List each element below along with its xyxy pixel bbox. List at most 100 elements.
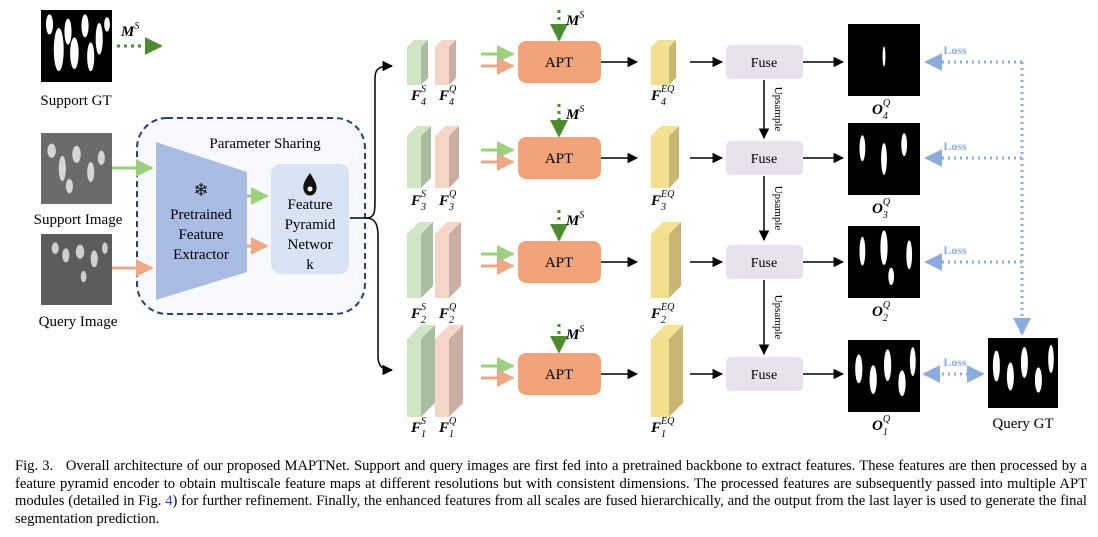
support-feature-1-front bbox=[407, 339, 421, 417]
query-gt-image-blob bbox=[1020, 347, 1028, 378]
query-image-blob bbox=[80, 270, 87, 283]
query-gt-image-blob bbox=[1048, 345, 1054, 373]
enhanced-feature-label-2: F2EQ bbox=[650, 302, 675, 326]
query-image-blob bbox=[51, 242, 59, 254]
support-image-blob bbox=[72, 145, 81, 163]
output-label-4: O4Q bbox=[872, 98, 891, 122]
enhanced-feature-label-4: F4EQ bbox=[650, 84, 675, 108]
pretrained-extractor-block bbox=[156, 142, 247, 300]
output-mask-1-blob bbox=[909, 347, 916, 376]
apt-module-2[interactable] bbox=[518, 241, 601, 283]
fpn-label-line: Pyramid bbox=[285, 217, 336, 233]
fpn-block bbox=[271, 164, 349, 274]
fpn-label-line: Feature bbox=[288, 197, 333, 213]
query-image bbox=[41, 234, 112, 305]
branch-line-bottom bbox=[365, 217, 394, 376]
query-image-label: Query Image bbox=[39, 314, 118, 330]
query-image-blob bbox=[90, 250, 98, 268]
loss-label-1: Loss bbox=[943, 355, 967, 369]
enhanced-feature-1-front bbox=[651, 339, 669, 417]
query-feature-2-top bbox=[435, 222, 461, 234]
extractor-label-line: Feature bbox=[179, 227, 224, 243]
enhanced-feature-1 bbox=[651, 325, 683, 417]
support-feature-label-4: F4S bbox=[410, 84, 426, 108]
support-gt-image-blob bbox=[95, 22, 103, 55]
caption-prefix: Fig. 3. bbox=[15, 458, 54, 474]
apt-label-1: APT bbox=[545, 367, 573, 383]
support-feature-4-side bbox=[421, 40, 428, 85]
fuse-module-3[interactable] bbox=[726, 141, 803, 175]
support-gt-image-blob bbox=[45, 14, 54, 35]
mask-symbol-3: MS bbox=[565, 104, 584, 123]
apt-module-4[interactable] bbox=[518, 41, 601, 83]
enhanced-feature-3-side bbox=[669, 126, 679, 188]
fpn-label-line: k bbox=[306, 257, 314, 273]
upsample-label-4: Upsample bbox=[772, 87, 784, 132]
branch-line-top bbox=[350, 60, 394, 219]
query-feature-2-side bbox=[449, 222, 461, 298]
apt-label-3: APT bbox=[545, 151, 573, 167]
caption-figure-link[interactable]: 4 bbox=[165, 493, 173, 510]
query-gt-image-blob bbox=[1006, 362, 1014, 391]
support-feature-1-side bbox=[421, 325, 435, 417]
query-feature-label-4: F4Q bbox=[438, 84, 457, 108]
flame-icon bbox=[303, 173, 317, 196]
apt-label-2: APT bbox=[545, 255, 573, 271]
enhanced-feature-1-top bbox=[651, 325, 683, 339]
support-feature-label-2: F2S bbox=[410, 302, 426, 326]
snowflake-icon: ❄ bbox=[193, 180, 208, 200]
support-feature-2-top bbox=[407, 222, 433, 234]
output-label-3: O3Q bbox=[872, 197, 891, 221]
enhanced-feature-3-top bbox=[651, 126, 679, 136]
fuse-module-1[interactable] bbox=[726, 357, 803, 391]
fpn-label-line: Networ bbox=[288, 237, 333, 253]
query-gt-label: Query GT bbox=[992, 416, 1053, 432]
support-feature-1 bbox=[407, 325, 435, 417]
figure-caption: Fig. 3. Overall architecture of our prop… bbox=[15, 458, 1087, 528]
enhanced-feature-3 bbox=[651, 126, 679, 188]
query-feature-label-2: F2Q bbox=[438, 302, 457, 326]
output-mask-1-blob bbox=[898, 370, 906, 397]
support-feature-3 bbox=[407, 126, 431, 188]
support-gt-image-blob bbox=[81, 14, 89, 38]
loss-label-2: Loss bbox=[943, 243, 967, 257]
query-feature-1-front bbox=[435, 339, 449, 417]
support-feature-3-front bbox=[407, 136, 421, 188]
fuse-module-4[interactable] bbox=[726, 45, 803, 79]
fuse-label-4: Fuse bbox=[751, 56, 777, 71]
support-image-blob bbox=[97, 150, 105, 165]
apt-label-4: APT bbox=[545, 55, 573, 71]
upsample-label-2: Upsample bbox=[772, 295, 784, 340]
extractor-label-line: Extractor bbox=[173, 247, 229, 263]
upsample-label-3: Upsample bbox=[772, 186, 784, 231]
output-mask-3-blob bbox=[859, 135, 866, 162]
query-image-blob bbox=[102, 242, 108, 254]
output-mask-1-blob bbox=[884, 349, 892, 382]
output-mask-3-blob bbox=[881, 143, 887, 175]
support-image-blob bbox=[87, 162, 95, 182]
apt-module-3[interactable] bbox=[518, 137, 601, 179]
mask-symbol-2: MS bbox=[565, 210, 584, 229]
query-feature-4-side bbox=[449, 40, 456, 85]
query-feature-label-1: F1Q bbox=[438, 416, 457, 440]
enhanced-feature-2-side bbox=[669, 222, 681, 298]
enhanced-feature-2 bbox=[651, 222, 681, 298]
support-feature-2-side bbox=[421, 222, 433, 298]
query-feature-3 bbox=[435, 126, 459, 188]
support-image bbox=[41, 133, 112, 204]
apt-module-1[interactable] bbox=[518, 353, 601, 395]
query-feature-3-side bbox=[449, 126, 459, 188]
query-gt-image bbox=[988, 338, 1058, 408]
support-image-blob bbox=[65, 179, 73, 194]
fuse-label-2: Fuse bbox=[751, 256, 777, 271]
fuse-module-2[interactable] bbox=[726, 245, 803, 279]
query-feature-3-front bbox=[435, 136, 449, 188]
enhanced-feature-label-3: F3EQ bbox=[650, 189, 675, 213]
query-feature-1-side bbox=[449, 325, 463, 417]
support-feature-2-front bbox=[407, 234, 421, 298]
query-image-blob bbox=[62, 248, 70, 263]
support-feature-1-top bbox=[407, 325, 435, 339]
enhanced-feature-4-side bbox=[669, 40, 676, 85]
